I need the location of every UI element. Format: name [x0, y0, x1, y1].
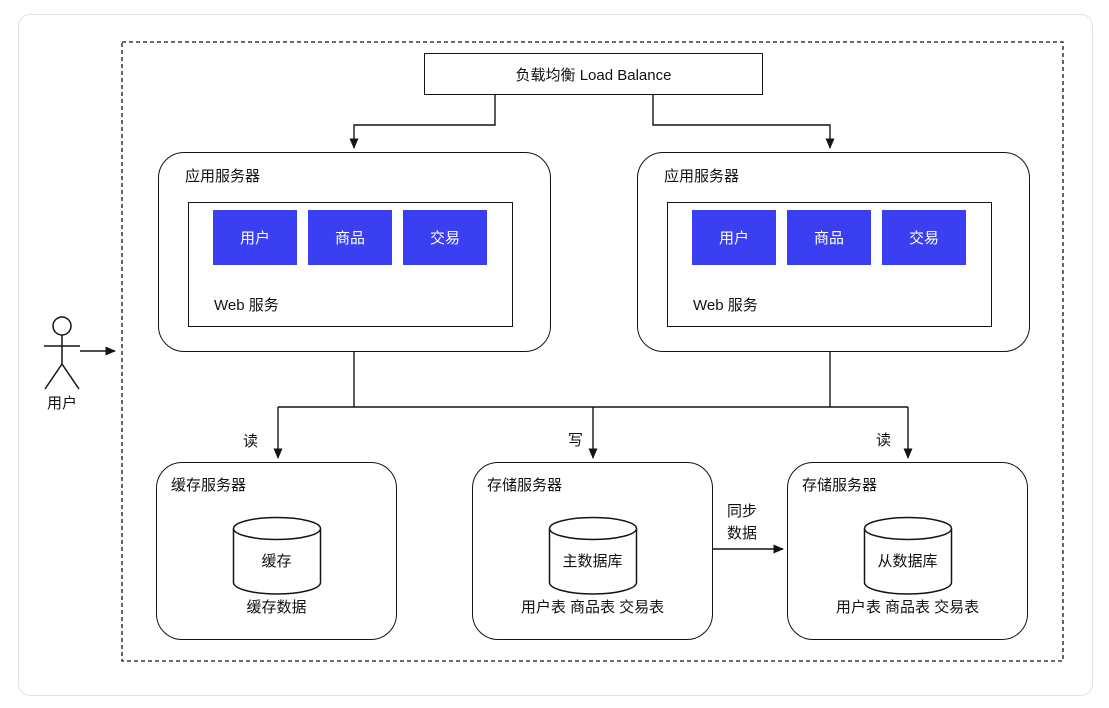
slave-caption: 用户表 商品表 交易表	[835, 599, 980, 616]
edge-label-read-right: 读	[876, 432, 892, 449]
module-row: 用户 商品 交易	[213, 210, 487, 265]
module-chip-products[interactable]: 商品	[308, 210, 392, 265]
load-balancer-label: 负载均衡 Load Balance	[515, 66, 672, 84]
database-cylinder-icon	[548, 516, 638, 595]
module-chip-products[interactable]: 商品	[787, 210, 871, 265]
edge-label-sync-line1: 同步	[727, 503, 758, 520]
master-db-label: 主数据库	[562, 553, 623, 570]
app-server-node-2[interactable]: 应用服务器 用户 商品 交易 Web 服务	[637, 152, 1030, 352]
module-row: 用户 商品 交易	[692, 210, 966, 265]
edge-label-read-left: 读	[243, 433, 259, 450]
web-service-box[interactable]: 用户 商品 交易 Web 服务	[667, 202, 992, 327]
web-service-label: Web 服务	[693, 297, 758, 314]
slave-storage-title: 存储服务器	[802, 477, 878, 494]
edge-label-sync-line2: 数据	[727, 525, 758, 542]
cache-db-label: 缓存	[261, 553, 292, 570]
module-chip-users[interactable]: 用户	[692, 210, 776, 265]
master-storage-node[interactable]: 存储服务器 主数据库 用户表 商品表 交易表	[472, 462, 713, 640]
web-service-label: Web 服务	[214, 297, 279, 314]
module-chip-users[interactable]: 用户	[213, 210, 297, 265]
cache-server-node[interactable]: 缓存服务器 缓存 缓存数据	[156, 462, 397, 640]
load-balancer-node[interactable]: 负载均衡 Load Balance	[424, 53, 763, 95]
app-server-node-1[interactable]: 应用服务器 用户 商品 交易 Web 服务	[158, 152, 551, 352]
master-caption: 用户表 商品表 交易表	[520, 599, 665, 616]
slave-db-label: 从数据库	[877, 553, 938, 570]
module-chip-trades[interactable]: 交易	[403, 210, 487, 265]
web-service-box[interactable]: 用户 商品 交易 Web 服务	[188, 202, 513, 327]
cache-server-title: 缓存服务器	[171, 477, 247, 494]
actor-label: 用户	[46, 395, 77, 412]
cache-caption: 缓存数据	[246, 599, 307, 616]
database-cylinder-icon	[232, 516, 322, 595]
app-server-title: 应用服务器	[664, 168, 740, 185]
module-chip-trades[interactable]: 交易	[882, 210, 966, 265]
master-storage-title: 存储服务器	[487, 477, 563, 494]
slave-storage-node[interactable]: 存储服务器 从数据库 用户表 商品表 交易表	[787, 462, 1028, 640]
app-server-title: 应用服务器	[185, 168, 261, 185]
edge-label-write: 写	[568, 432, 584, 449]
edge-label-sync-data: 同步 数据	[727, 501, 757, 545]
database-cylinder-icon	[863, 516, 953, 595]
user-actor-icon[interactable]	[30, 310, 100, 395]
